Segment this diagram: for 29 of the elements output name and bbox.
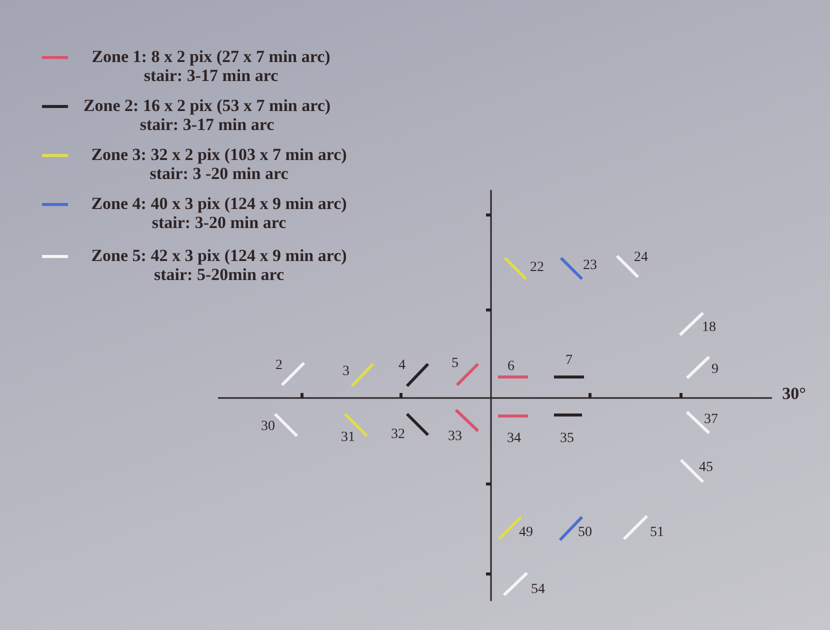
- callout-number: 37: [704, 412, 718, 428]
- callout-number: 24: [634, 250, 648, 266]
- callout-number: 30: [261, 419, 275, 435]
- callout-number: 3: [342, 364, 350, 380]
- callout-number: 6: [508, 359, 514, 375]
- legend-text: Zone 2: 16 x 2 pix (53 x 7 min arc) stair: 3-17 min arc: [82, 96, 332, 134]
- callout-number: 22: [530, 260, 544, 276]
- callout-number: 49: [519, 525, 533, 541]
- legend-text: Zone 5: 42 x 3 pix (124 x 9 min arc) stair: 5-20min arc: [90, 246, 348, 284]
- callout-number: 23: [583, 258, 597, 274]
- callout-number: 31: [341, 430, 355, 446]
- callout-number: 34: [507, 431, 521, 447]
- callout-number: 5: [452, 356, 458, 372]
- callout-number: 50: [578, 525, 592, 541]
- callout-number: 33: [448, 429, 462, 445]
- legend-text: Zone 1: 8 x 2 pix (27 x 7 min arc) stair: 3-17 min arc: [90, 47, 332, 85]
- callout-number: 18: [702, 320, 716, 336]
- callout-number: 9: [712, 362, 718, 378]
- callout-number: 45: [699, 460, 713, 476]
- callout-number: 32: [391, 427, 405, 443]
- callout-number: 7: [566, 353, 572, 369]
- callout-number: 51: [650, 525, 664, 541]
- legend-text: Zone 3: 32 x 2 pix (103 x 7 min arc) stair: 3 -20 min arc: [90, 145, 348, 183]
- axis-label: 30°: [782, 384, 806, 404]
- callout-number: 4: [398, 358, 406, 374]
- legend-text: Zone 4: 40 x 3 pix (124 x 9 min arc) stair: 3-20 min arc: [90, 194, 348, 232]
- callout-number: 2: [276, 358, 282, 374]
- callout-number: 35: [560, 431, 574, 447]
- callout-number: 54: [531, 582, 545, 598]
